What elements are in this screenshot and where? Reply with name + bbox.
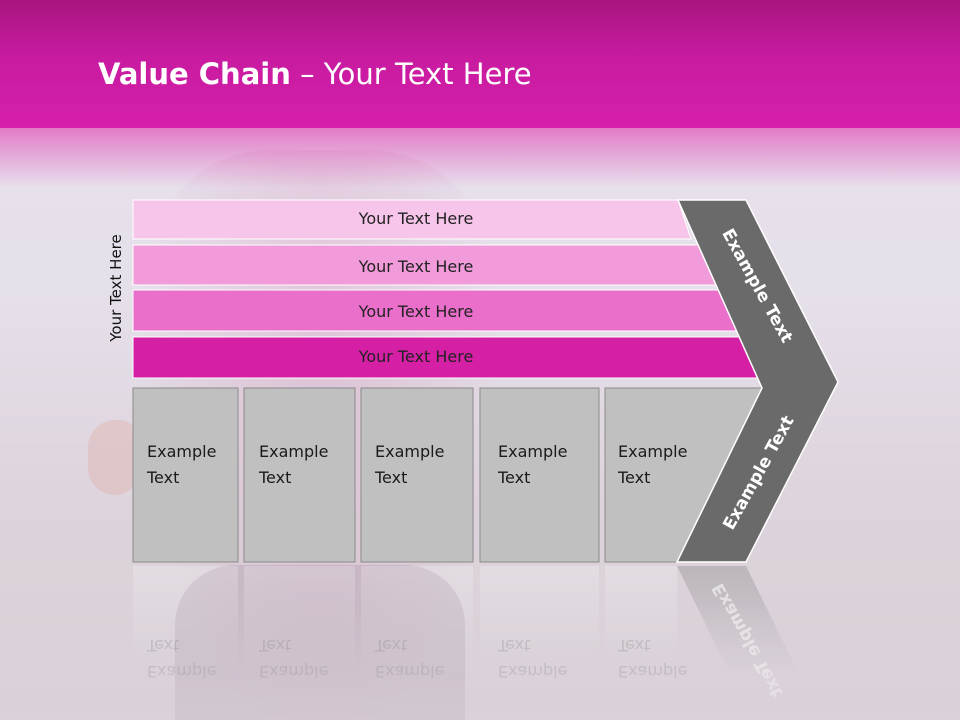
box-label-5-line1: Example xyxy=(618,442,688,461)
value-chain-arrow[interactable] xyxy=(675,199,839,563)
box-label-3-line1: Example xyxy=(375,442,445,461)
slide-title-rest: – Your Text Here xyxy=(290,57,532,91)
row-label-1: Your Text Here xyxy=(358,209,474,228)
row-label-4: Your Text Here xyxy=(358,347,474,366)
box-label-1-line2: Text xyxy=(147,468,180,487)
box-label-2-line2: Text xyxy=(259,468,292,487)
background-runner-hand xyxy=(88,420,138,495)
header-fade xyxy=(0,128,960,188)
box-label-5-line2: Text xyxy=(618,468,651,487)
box-label-4-line2: Text xyxy=(498,468,531,487)
slide-title-bold: Value Chain xyxy=(98,57,291,91)
support-box-4[interactable] xyxy=(479,387,600,563)
support-box-2[interactable] xyxy=(243,387,356,563)
box-label-3-line2: Text xyxy=(375,468,408,487)
header-band xyxy=(0,0,960,128)
box-label-2-line1: Example xyxy=(259,442,329,461)
row-label-2: Your Text Here xyxy=(358,257,474,276)
box-label-1-line1: Example xyxy=(147,442,217,461)
bottom-fade xyxy=(0,600,960,720)
slide-title[interactable]: Value Chain – Your Text Here xyxy=(98,54,532,94)
support-box-1[interactable] xyxy=(132,387,239,563)
box-label-4-line1: Example xyxy=(498,442,568,461)
row-bar-1[interactable] xyxy=(132,199,692,240)
support-box-3[interactable] xyxy=(360,387,474,563)
row-label-3: Your Text Here xyxy=(358,302,474,321)
